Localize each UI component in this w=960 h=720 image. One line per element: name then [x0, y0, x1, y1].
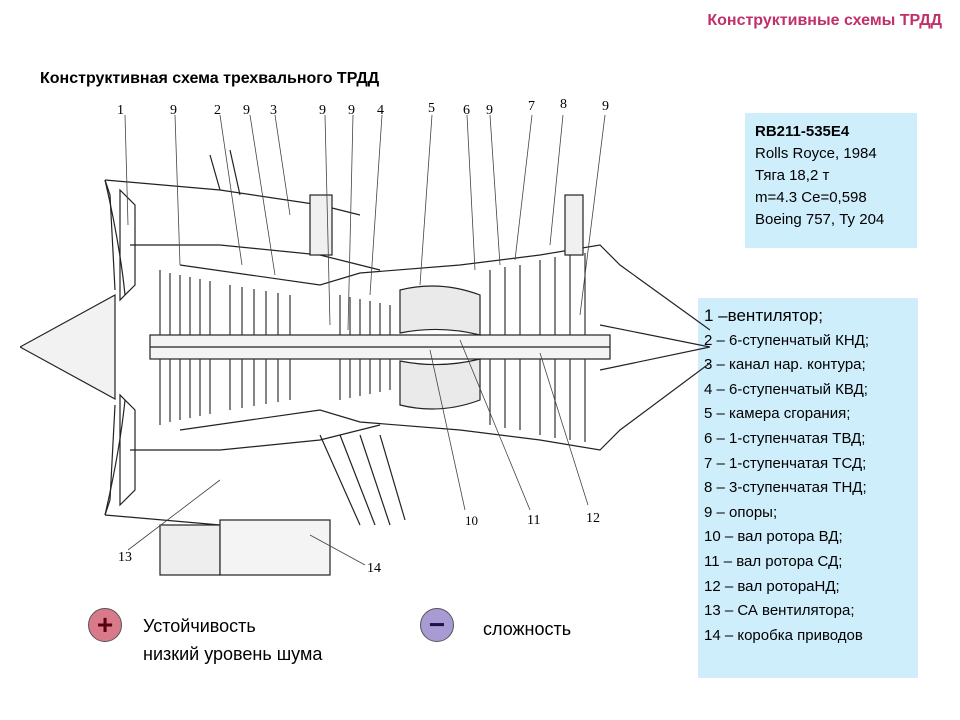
minus-icon: − [420, 608, 454, 642]
callout-8: 8 [560, 97, 567, 112]
legend-item: 11 – вал ротора СД; [704, 552, 843, 570]
callout-5: 5 [428, 101, 435, 116]
advantages-text: Устойчивость низкий уровень шума [143, 612, 322, 668]
spec-maker: Rolls Royce, 1984 [755, 145, 877, 162]
spec-model: RB211-535E4 [755, 123, 850, 140]
diagram-title: Конструктивная схема трехвального ТРДД [40, 70, 380, 87]
callout-6: 6 [463, 103, 470, 118]
advantage-stability: Устойчивость [143, 616, 256, 636]
legend-item: 13 – СА вентилятора; [704, 602, 855, 620]
disadvantage-complexity: сложность [483, 619, 572, 639]
legend-item: 9 – опоры; [704, 503, 778, 521]
callout-14: 14 [367, 561, 381, 576]
callout-4: 4 [377, 103, 384, 118]
callout-12: 12 [586, 511, 600, 526]
legend-item: 12 – вал ротораНД; [704, 577, 840, 595]
callout-2: 2 [214, 103, 221, 118]
engine-spec-box: RB211-535E4 Rolls Royce, 1984 Тяга 18,2 … [745, 113, 917, 248]
callout-1: 1 [117, 103, 124, 118]
callout-7: 7 [528, 99, 535, 114]
callout-9-lpc-support: 9 [243, 103, 250, 118]
spec-thrust: Тяга 18,2 т [755, 167, 830, 184]
callout-13: 13 [118, 550, 132, 565]
advantage-low-noise: низкий уровень шума [143, 644, 323, 664]
legend-item: 3 – канал нар. контура; [704, 356, 866, 374]
callout-9-ipc-support: 9 [319, 103, 326, 118]
callout-11: 11 [527, 513, 541, 528]
spec-params: m=4.3 Ce=0,598 [755, 189, 867, 206]
legend-item: 4 – 6-ступенчатый КВД; [704, 380, 868, 398]
legend-box: 1 –вентилятор; 2 – 6-ступенчатый КНД; 3 … [698, 298, 918, 678]
plus-icon: + [88, 608, 122, 642]
legend-item: 1 –вентилятор; [704, 306, 823, 325]
legend-item: 8 – 3-ступенчатая ТНД; [704, 479, 867, 497]
legend-item: 2 – 6-ступенчатый КНД; [704, 331, 870, 349]
legend-item: 14 – коробка приводов [704, 626, 863, 644]
callout-3: 3 [270, 103, 277, 118]
callout-9-hpc-support: 9 [348, 103, 355, 118]
callout-9-lpt-support: 9 [602, 99, 609, 114]
legend-item: 10 – вал ротора ВД; [704, 528, 843, 546]
callout-10: 10 [465, 513, 478, 528]
engine-cross-section [20, 114, 710, 576]
legend-item: 7 – 1-ступенчатая ТСД; [704, 454, 867, 472]
callout-9-hpt-support: 9 [486, 103, 493, 118]
legend-item: 6 – 1-ступенчатая ТВД; [704, 429, 866, 447]
legend-item: 5 – камера сгорания; [704, 405, 851, 423]
spec-aircraft: Boeing 757, Ту 204 [755, 211, 885, 228]
page-header-title: Конструктивные схемы ТРДД [707, 12, 942, 29]
callout-9-fan-support: 9 [170, 103, 177, 118]
